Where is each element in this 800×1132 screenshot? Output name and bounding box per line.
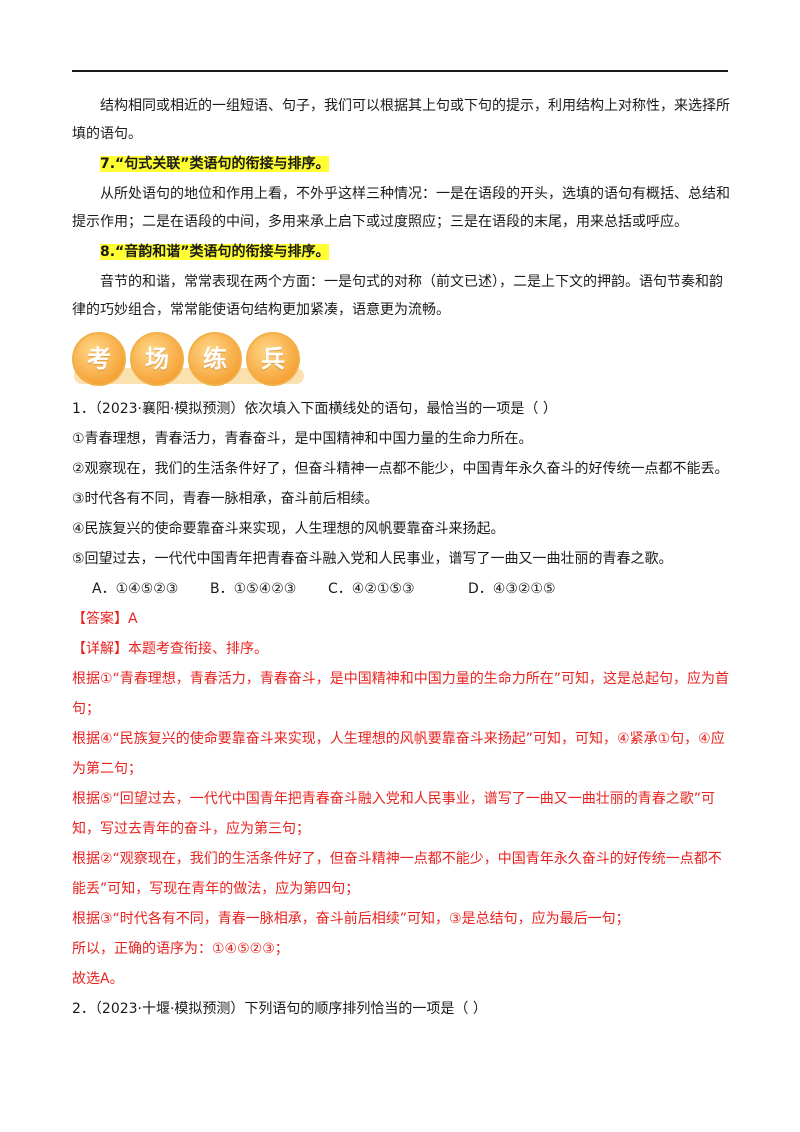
banner-char-3: 练 bbox=[188, 332, 242, 386]
banner-char-2: 场 bbox=[130, 332, 184, 386]
question-1-sentence-1: ①青春理想，青春活力，青春奋斗，是中国精神和中国力量的生命力所在。 bbox=[72, 431, 533, 447]
explanation-1-line-3: 根据④“民族复兴的使命要靠奋斗来实现，人生理想的风帆要靠奋斗来扬起”可知，可知，… bbox=[72, 731, 725, 777]
explanation-1-line-7: 所以，正确的语序为：①④⑤②③； bbox=[72, 941, 289, 957]
explanation-1-line-4: 根据⑤“回望过去，一代代中国青年把青春奋斗融入党和人民事业，谱写了一曲又一曲壮丽… bbox=[72, 791, 716, 837]
section-heading-8: 8.“音韵和谐”类语句的衔接与排序。 bbox=[72, 238, 732, 266]
intro-paragraph: 结构相同或相近的一组短语、句子，我们可以根据其上句或下句的提示，利用结构上对称性… bbox=[72, 98, 730, 142]
explanation-1-line-8: 故选A。 bbox=[72, 971, 124, 987]
banner-char-4: 兵 bbox=[246, 332, 300, 386]
question-1-sentence-5: ⑤回望过去，一代代中国青年把青春奋斗融入党和人民事业，谱写了一曲又一曲壮丽的青春… bbox=[72, 551, 673, 567]
explanation-1-line-5: 根据②“观察现在，我们的生活条件好了，但奋斗精神一点都不能少，中国青年永久奋斗的… bbox=[72, 851, 722, 897]
option-b: B．①⑤④②③ bbox=[210, 581, 297, 597]
question-1-sentence-3: ③时代各有不同，青春一脉相承，奋斗前后相续。 bbox=[72, 491, 379, 507]
question-1-options: A．①④⑤②③ B．①⑤④②③ C．④②①⑤③ D．④③②①⑤ bbox=[72, 574, 732, 604]
question-1-sentence-2: ②观察现在，我们的生活条件好了，但奋斗精神一点都不能少，中国青年永久奋斗的好传统… bbox=[72, 461, 729, 477]
question-2-stem: 2．（2023·十堰·模拟预测）下列语句的顺序排列恰当的一项是（ ） bbox=[72, 1001, 487, 1017]
heading-8-text: 8.“音韵和谐”类语句的衔接与排序。 bbox=[100, 244, 330, 260]
heading-7-text: 7.“句式关联”类语句的衔接与排序。 bbox=[100, 156, 330, 172]
header-rule bbox=[72, 70, 728, 72]
option-a: A．①④⑤②③ bbox=[92, 581, 179, 597]
banner-base bbox=[74, 368, 304, 384]
exam-practice-banner: 考 场 练 兵 bbox=[72, 328, 732, 388]
explanation-1-line-6: 根据③“时代各有不同，青春一脉相承，奋斗前后相续”可知，③是总结句，应为最后一句… bbox=[72, 911, 630, 927]
paragraph-7: 从所处语句的地位和作用上看，不外乎这样三种情况：一是在语段的开头，选填的语句有概… bbox=[72, 186, 730, 230]
document-body: 结构相同或相近的一组短语、句子，我们可以根据其上句或下句的提示，利用结构上对称性… bbox=[72, 92, 732, 1024]
paragraph-8: 音节的和谐，常常表现在两个方面：一是句式的对称（前文已述），二是上下文的押韵。语… bbox=[72, 274, 723, 318]
explanation-1-line-1: 【详解】本题考查衔接、排序。 bbox=[72, 641, 268, 657]
question-1-stem: 1．（2023·襄阳·模拟预测）依次填入下面横线处的语句，最恰当的一项是（ ） bbox=[72, 401, 557, 417]
answer-1: 【答案】A bbox=[72, 611, 138, 627]
option-d: D．④③②①⑤ bbox=[468, 581, 556, 597]
section-heading-7: 7.“句式关联”类语句的衔接与排序。 bbox=[72, 150, 732, 178]
explanation-1-line-2: 根据①“青春理想，青春活力，青春奋斗，是中国精神和中国力量的生命力所在”可知，这… bbox=[72, 671, 730, 717]
question-1-sentence-4: ④民族复兴的使命要靠奋斗来实现，人生理想的风帆要靠奋斗来扬起。 bbox=[72, 521, 505, 537]
banner-char-1: 考 bbox=[72, 332, 126, 386]
option-c: C．④②①⑤③ bbox=[328, 581, 415, 597]
